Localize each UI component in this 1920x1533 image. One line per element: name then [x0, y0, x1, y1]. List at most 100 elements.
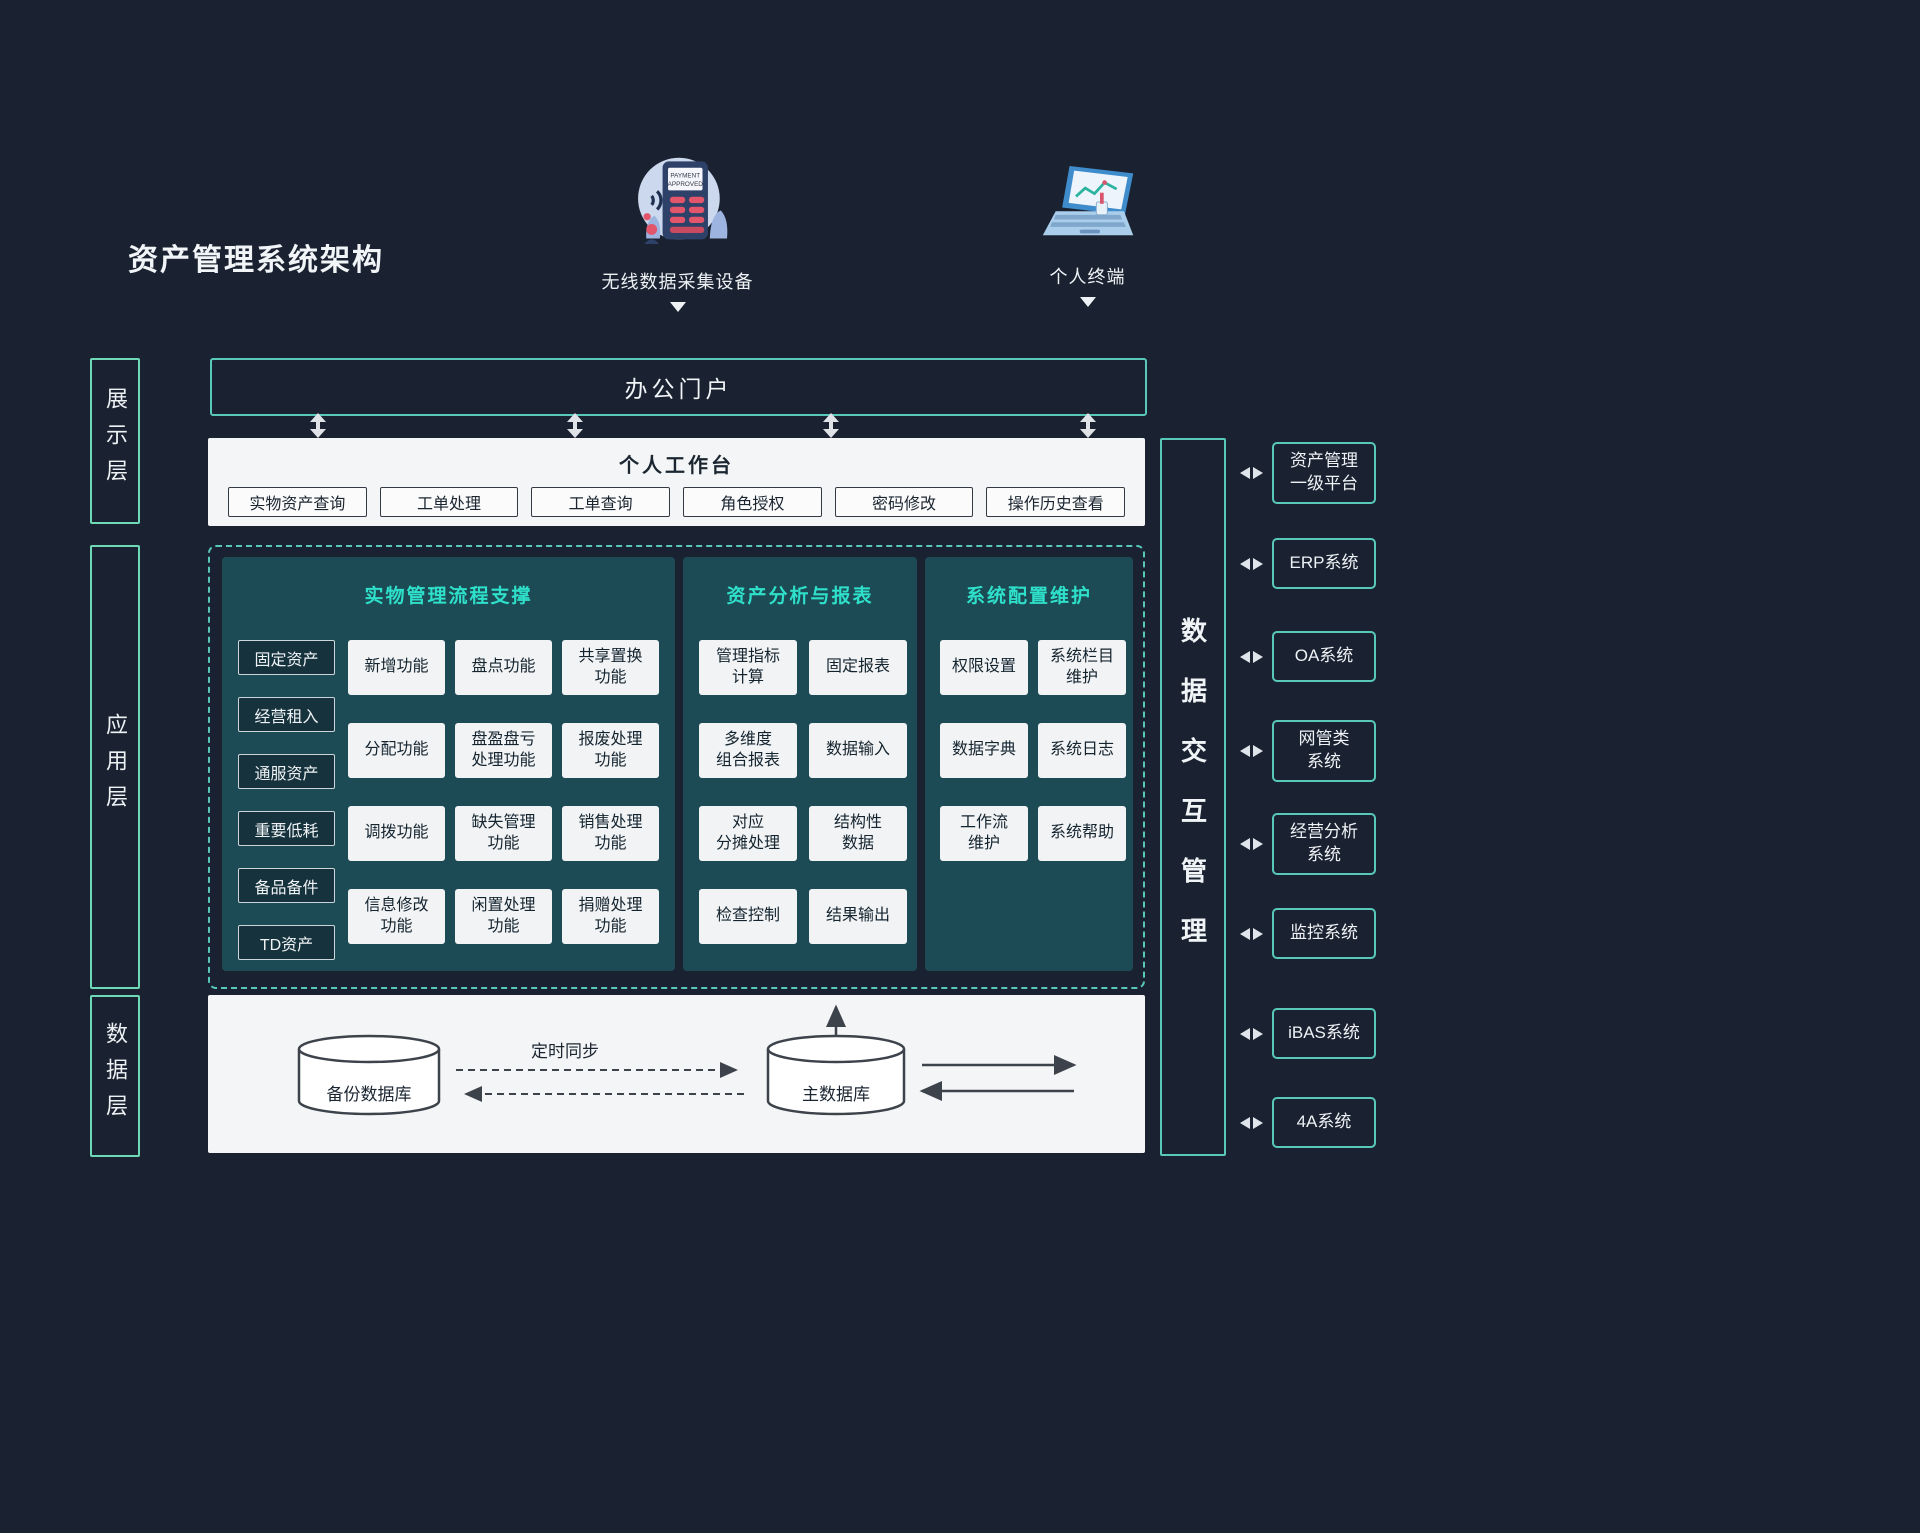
exchange-arrows-icon [1240, 650, 1263, 663]
updown-arrow-icon [310, 413, 326, 438]
external-system-erp: ERP系统 [1272, 538, 1376, 589]
data-flow-arrows [456, 1004, 1077, 1102]
office-portal-box: 办公门户 [210, 358, 1147, 416]
exchange-arrows-icon [1240, 1116, 1263, 1129]
exchange-arrows-icon [1240, 927, 1263, 940]
category-important-lowvalue: 重要低耗 [238, 811, 335, 846]
category-operating-lease: 经营租入 [238, 697, 335, 732]
panel-asset-analysis: 资产分析与报表 管理指标 计算 固定报表 多维度 组合报表 数据输入 对应 分摊… [683, 557, 917, 971]
payment-terminal-icon: PAYMENT APPROVED [637, 157, 727, 244]
exchange-arrows-icon [1240, 1027, 1263, 1040]
function-box: 闲置处理 功能 [455, 889, 552, 944]
analysis-function-grid: 管理指标 计算 固定报表 多维度 组合报表 数据输入 对应 分摊处理 结构性 数… [699, 640, 907, 944]
function-box: 信息修改 功能 [348, 889, 445, 944]
category-telecom-assets: 通服资产 [238, 754, 335, 789]
layer-label-display: 展示层 [90, 358, 140, 524]
external-system-oa: OA系统 [1272, 631, 1376, 682]
external-system-business-analysis: 经营分析 系统 [1272, 813, 1376, 875]
laptop-icon [1042, 165, 1133, 236]
page-title: 资产管理系统架构 [128, 244, 384, 277]
function-box: 对应 分摊处理 [699, 806, 797, 861]
updown-arrow-icon [823, 413, 839, 438]
external-system-row: 经营分析 系统 [1240, 813, 1376, 875]
terminal-screen-line2: APPROVED [667, 181, 703, 188]
sync-label: 定时同步 [531, 1042, 599, 1061]
function-box: 捐赠处理 功能 [562, 889, 659, 944]
main-database-cylinder: 主数据库 [763, 1033, 909, 1117]
exchange-arrows-icon [1240, 467, 1263, 479]
function-box: 系统日志 [1038, 723, 1126, 778]
updown-arrow-icon [567, 413, 583, 438]
function-box: 分配功能 [348, 723, 445, 778]
category-fixed-assets: 固定资产 [238, 640, 335, 675]
workbench-item-role-auth: 角色授权 [683, 487, 822, 517]
layer-label-application: 应用层 [90, 545, 140, 989]
function-box: 检查控制 [699, 889, 797, 944]
external-system-row: 资产管理 一级平台 [1240, 442, 1376, 504]
device-wireless-collector: PAYMENT APPROVED 无线数据采集设备 [600, 148, 755, 312]
device-label: 个人终端 [1049, 267, 1126, 287]
panel-title: 资产分析与报表 [726, 586, 874, 607]
panel-title: 系统配置维护 [965, 586, 1092, 607]
function-box: 共享置换 功能 [562, 640, 659, 695]
updown-arrow-icon [1080, 413, 1096, 438]
workbench-item-asset-query: 实物资产查询 [228, 487, 367, 517]
external-system-asset-platform: 资产管理 一级平台 [1272, 442, 1376, 504]
function-box: 数据输入 [809, 723, 907, 778]
external-system-row: 网管类 系统 [1240, 720, 1376, 782]
workbench-item-ticket-query: 工单查询 [531, 487, 671, 517]
function-box: 报废处理 功能 [562, 723, 659, 778]
external-system-ibas: iBAS系统 [1272, 1008, 1376, 1059]
main-db-label: 主数据库 [802, 1085, 870, 1104]
exchange-arrows-icon [1240, 838, 1263, 850]
function-box: 权限设置 [940, 640, 1028, 695]
category-td-assets: TD资产 [238, 925, 335, 960]
data-exchange-bar: 数据交互管理 [1160, 438, 1226, 1156]
function-box: 工作流 维护 [940, 806, 1028, 861]
external-system-network-mgmt: 网管类 系统 [1272, 720, 1376, 782]
function-box: 系统栏目 维护 [1038, 640, 1126, 695]
exchange-arrows-icon [1240, 557, 1263, 570]
terminal-screen-line1: PAYMENT [670, 173, 700, 180]
down-triangle-icon [1079, 297, 1096, 307]
category-spare-parts: 备品备件 [238, 868, 335, 903]
backup-database-cylinder: 备份数据库 [294, 1033, 444, 1117]
device-label: 无线数据采集设备 [601, 272, 754, 292]
physical-function-grid: 新增功能 盘点功能 共享置换 功能 分配功能 盘盈盘亏 处理功能 报废处理 功能… [348, 640, 659, 944]
external-system-row: 4A系统 [1240, 1097, 1376, 1148]
function-box: 管理指标 计算 [699, 640, 797, 695]
external-system-row: iBAS系统 [1240, 1008, 1376, 1059]
function-box: 盘点功能 [455, 640, 552, 695]
workbench-item-history: 操作历史查看 [986, 487, 1126, 517]
function-box: 盘盈盘亏 处理功能 [455, 723, 552, 778]
external-system-4a: 4A系统 [1272, 1097, 1376, 1148]
panel-title: 实物管理流程支撑 [364, 586, 533, 607]
function-box: 结构性 数据 [809, 806, 907, 861]
function-box: 数据字典 [940, 723, 1028, 778]
exchange-arrows-icon [1240, 745, 1263, 757]
config-function-grid: 权限设置 系统栏目 维护 数据字典 系统日志 工作流 维护 系统帮助 [940, 640, 1126, 861]
panel-physical-management: 实物管理流程支撑 固定资产 经营租入 通服资产 重要低耗 备品备件 TD资产 新… [222, 557, 675, 971]
workbench-item-password: 密码修改 [834, 487, 974, 517]
backup-db-label: 备份数据库 [326, 1085, 412, 1104]
application-layer-container [208, 545, 1145, 989]
workbench-panel: 个人工作台 实物资产查询 工单处理 工单查询 角色授权 密码修改 操作历史查看 [208, 438, 1145, 526]
function-box: 多维度 组合报表 [699, 723, 797, 778]
external-system-monitoring: 监控系统 [1272, 908, 1376, 959]
function-box: 缺失管理 功能 [455, 806, 552, 861]
external-system-row: ERP系统 [1240, 538, 1376, 589]
external-system-row: 监控系统 [1240, 908, 1376, 959]
function-box: 新增功能 [348, 640, 445, 695]
workbench-title: 个人工作台 [619, 455, 734, 477]
panel-system-config: 系统配置维护 权限设置 系统栏目 维护 数据字典 系统日志 工作流 维护 系统帮… [925, 557, 1133, 971]
external-system-row: OA系统 [1240, 631, 1376, 682]
function-box: 固定报表 [809, 640, 907, 695]
data-layer-panel: 备份数据库 主数据库 定时同步 [208, 995, 1145, 1153]
down-triangle-icon [669, 302, 686, 312]
function-box: 结果输出 [809, 889, 907, 944]
workbench-items: 实物资产查询 工单处理 工单查询 角色授权 密码修改 操作历史查看 [228, 487, 1126, 517]
device-personal-terminal: 个人终端 [1010, 160, 1165, 307]
function-box: 销售处理 功能 [562, 806, 659, 861]
function-box: 系统帮助 [1038, 806, 1126, 861]
